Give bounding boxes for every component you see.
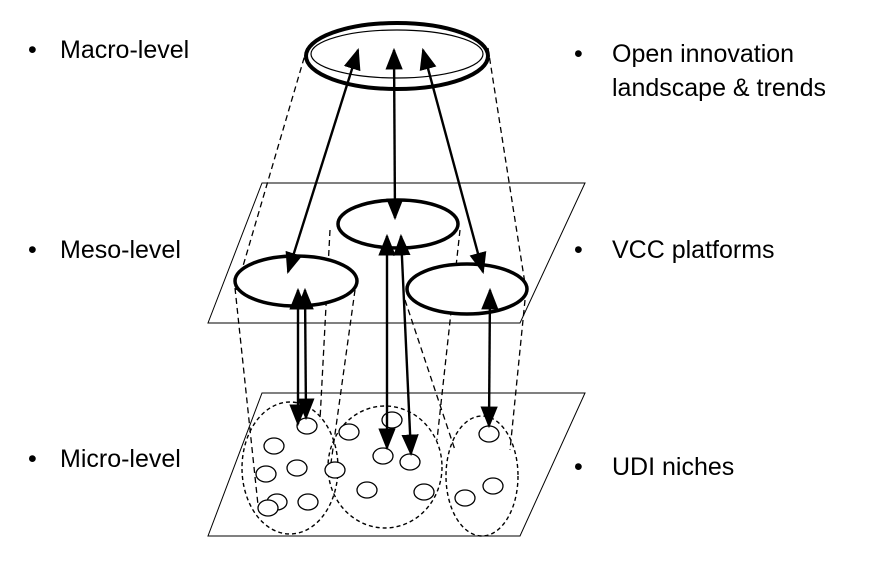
arrow-macro-meso-left	[285, 47, 361, 275]
level-description: VCC platforms	[612, 236, 775, 264]
level-description-meso: • VCC platforms	[574, 233, 775, 267]
micro-node	[478, 425, 500, 443]
macro-ellipse	[304, 21, 490, 91]
level-description: UDI niches	[612, 453, 735, 481]
micro-node	[324, 461, 346, 479]
bullet-icon: •	[28, 445, 37, 473]
level-name: Macro-level	[60, 36, 190, 64]
meso-ellipse-center	[336, 198, 460, 250]
micro-node	[482, 477, 504, 495]
micro-node	[413, 483, 435, 501]
macro-projection-lines	[235, 47, 527, 291]
micro-node	[257, 499, 279, 517]
level-name: Micro-level	[60, 445, 181, 473]
micro-node	[399, 453, 421, 471]
micro-node	[263, 437, 285, 455]
micro-node	[372, 447, 394, 465]
micro-node	[381, 411, 403, 429]
micro-node	[356, 481, 378, 499]
bullet-icon: •	[28, 36, 37, 64]
meso-ellipse-left	[233, 254, 359, 308]
level-description-micro: • UDI niches	[574, 450, 734, 484]
micro-node	[454, 489, 476, 507]
micro-node	[286, 459, 308, 477]
micro-node	[296, 417, 318, 435]
arrow-macro-meso-right	[419, 47, 487, 275]
bullet-icon: •	[28, 236, 37, 264]
micro-plane	[207, 392, 586, 537]
micro-node	[338, 423, 360, 441]
level-name: Meso-level	[60, 236, 181, 264]
micro-niche-boundaries	[241, 401, 519, 537]
level-label-macro: • Macro-level	[28, 33, 189, 67]
bullet-icon: •	[574, 453, 583, 481]
level-label-meso: • Meso-level	[28, 233, 181, 267]
arrow-macro-meso-center	[385, 47, 404, 221]
meso-ellipse-right	[405, 262, 529, 316]
arrow-meso-micro-right	[480, 287, 499, 429]
arrow-meso-micro-center-b	[393, 233, 419, 457]
level-description: Open innovation landscape & trends	[612, 40, 827, 102]
level-label-micro: • Micro-level	[28, 442, 181, 476]
niche-boundary-right	[445, 415, 519, 537]
micro-node	[255, 465, 277, 483]
bullet-icon: •	[574, 236, 583, 264]
arrow-meso-micro-left-b	[296, 287, 315, 421]
bullet-icon: •	[574, 40, 583, 68]
interaction-arrows	[285, 47, 499, 457]
micro-nodes	[255, 411, 504, 517]
micro-node	[297, 493, 319, 511]
level-description-macro: • Open innovation landscape & trends	[574, 37, 826, 105]
